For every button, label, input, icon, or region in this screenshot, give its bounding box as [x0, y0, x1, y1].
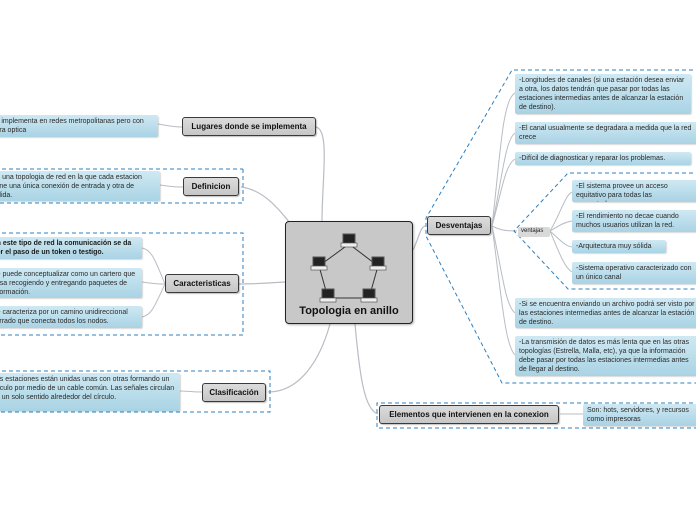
- topic-elementos[interactable]: Elementos que intervienen en la conexion: [379, 405, 559, 424]
- note-caracteristica: En este tipo de red la comunicación se d…: [0, 237, 142, 259]
- note-ventaja: -El rendimiento no decae cuando muchos u…: [572, 210, 696, 232]
- ring-network-icon: [310, 233, 387, 303]
- note-desventaja: -Longitudes de canales (si una estación …: [515, 74, 691, 114]
- note-lugares: se implementa en redes metropolitanas pe…: [0, 115, 158, 137]
- note-caracteristica: Se caracteriza por un camino unidireccio…: [0, 306, 142, 328]
- topic-caracteristicas[interactable]: Caracteristicas: [165, 274, 239, 293]
- note-desventaja: -El canal usualmente se degradara a medi…: [515, 122, 696, 144]
- note-definicion: Es una topologia de red en la que cada e…: [0, 171, 160, 201]
- central-topic[interactable]: Topologia en anillo: [285, 221, 413, 324]
- note-elementos: Son: hots, servidores, y recursos como i…: [583, 404, 696, 426]
- computer-icon: [360, 288, 378, 303]
- topic-definicion[interactable]: Definicion: [183, 177, 239, 196]
- note-ventaja: -El sistema provee un acceso equitativo …: [572, 180, 696, 202]
- topic-lugares[interactable]: Lugares donde se implementa: [182, 117, 316, 136]
- topic-desventajas[interactable]: Desventajas: [427, 216, 491, 235]
- note-ventaja: -Arquitectura muy sólida: [572, 240, 666, 253]
- note-desventaja: -La transmisión de datos es más lenta qu…: [515, 336, 696, 376]
- note-desventaja: -Difícil de diagnosticar y reparar los p…: [515, 152, 691, 165]
- note-caracteristica: Se puede conceptualizar como un cartero …: [0, 268, 142, 298]
- note-desventaja: -Si se encuentra enviando un archivo pod…: [515, 298, 696, 328]
- note-ventaja: -Sistema operativo caracterizado con un …: [572, 262, 696, 284]
- central-topic-title: Topologia en anillo: [299, 305, 399, 317]
- topic-clasificacion[interactable]: Clasificación: [202, 383, 266, 402]
- note-clasificacion: Las estaciones están unidas unas con otr…: [0, 373, 180, 411]
- computer-icon: [340, 233, 358, 248]
- computer-icon: [319, 288, 337, 303]
- subtopic-ventajas[interactable]: ventajas: [518, 227, 550, 237]
- computer-icon: [369, 256, 387, 271]
- computer-icon: [310, 256, 328, 271]
